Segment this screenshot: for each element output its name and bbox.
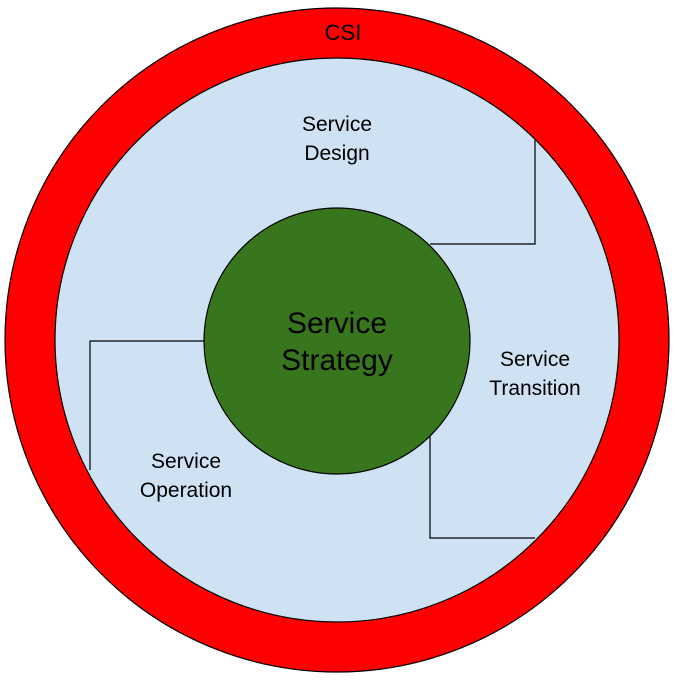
service-transition-label-line1: Service (500, 348, 570, 371)
service-strategy-label-line2: Strategy (281, 344, 393, 377)
service-design-label-line2: Design (304, 142, 369, 165)
service-transition-label-line2: Transition (489, 377, 580, 400)
divider-operation-design (89, 340, 204, 470)
service-strategy-label-line1: Service (287, 307, 387, 340)
divider-transition-operation (429, 436, 535, 539)
service-strategy-core (203, 207, 471, 475)
service-operation-label-line1: Service (151, 450, 221, 473)
csi-label: CSI (325, 20, 362, 45)
service-operation-label-line2: Operation (140, 479, 232, 502)
divider-design-transition (430, 140, 536, 245)
service-design-label-line1: Service (302, 113, 372, 136)
